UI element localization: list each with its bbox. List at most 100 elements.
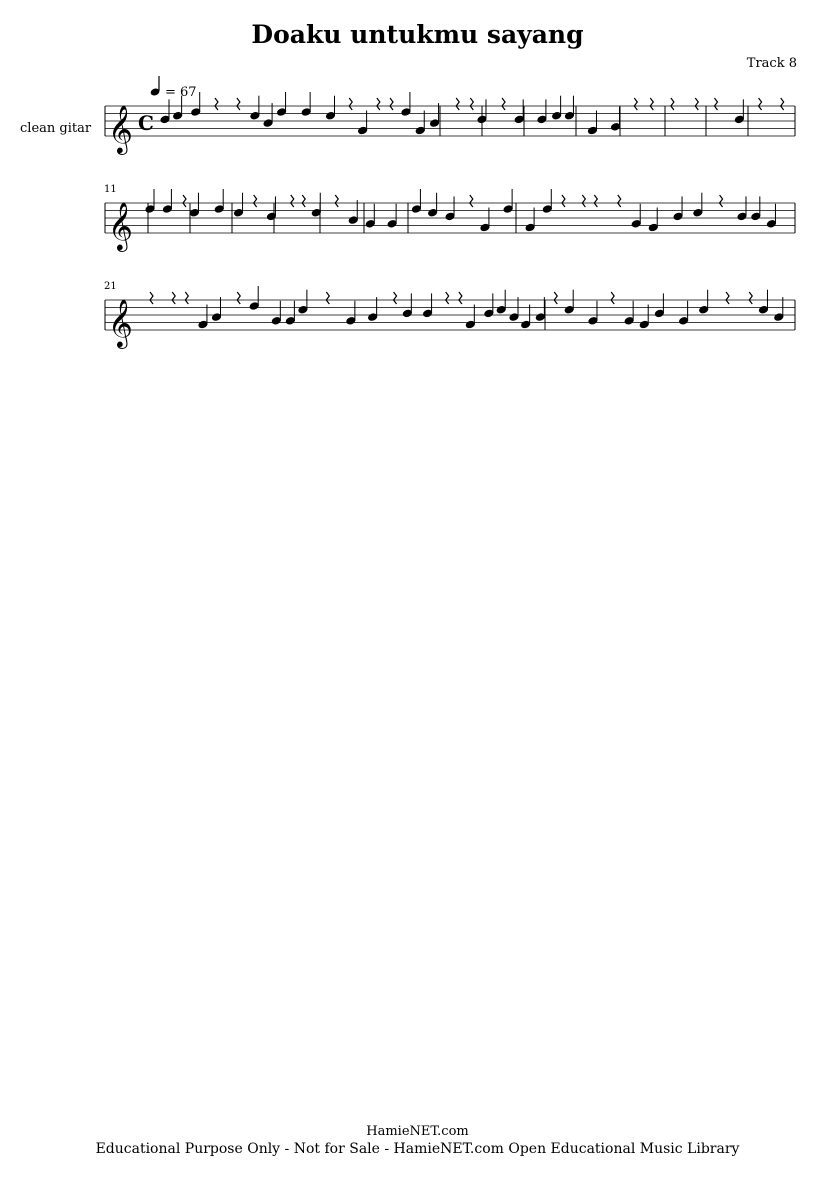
note-head (189, 209, 200, 217)
note-head (639, 320, 649, 329)
time-signature-common: C (138, 111, 154, 135)
note-head (445, 212, 455, 221)
note-head (503, 205, 513, 213)
note-head (191, 108, 201, 116)
rest-mark (469, 97, 475, 111)
note-head (509, 313, 519, 321)
note-head (214, 205, 224, 213)
rest-mark (458, 291, 463, 305)
rest-mark (553, 291, 558, 305)
note-head (387, 220, 397, 228)
note-head (249, 302, 259, 310)
note-head (271, 317, 281, 325)
rest-mark (694, 97, 700, 111)
note-head (535, 313, 545, 321)
rest-mark (455, 97, 460, 111)
rest-mark (469, 194, 474, 208)
note-head (587, 126, 598, 135)
notation (145, 92, 785, 329)
treble-clef-icon: 𝄞 (108, 104, 133, 155)
note-head (542, 205, 552, 213)
rest-mark (184, 291, 190, 305)
note-head (496, 306, 506, 314)
note-head (346, 317, 356, 325)
note-head (588, 317, 598, 325)
bar-lines (104, 106, 796, 330)
note-head (325, 112, 336, 120)
note-head (610, 123, 621, 131)
note-head (693, 209, 703, 217)
rest-mark (610, 291, 615, 305)
note-head (428, 209, 438, 217)
rest-mark (757, 97, 763, 111)
rest-mark (725, 291, 730, 305)
note-head (564, 306, 574, 314)
note-head (480, 223, 490, 232)
rest-mark (348, 97, 353, 111)
rest-mark (389, 97, 394, 111)
rest-mark (236, 291, 241, 305)
note-head (198, 320, 208, 329)
rest-mark (713, 97, 719, 111)
score-title: Doaku untukmu sayang (251, 20, 584, 49)
clefs: 𝄞 𝄞 𝄞 (108, 104, 133, 349)
note-head (422, 309, 433, 318)
rest-mark (593, 194, 599, 208)
note-head (564, 112, 575, 120)
note-head (162, 205, 172, 213)
instrument-name: clean gitar (20, 121, 92, 136)
note-head (679, 317, 689, 325)
footer-notice: Educational Purpose Only - Not for Sale … (95, 1141, 740, 1157)
rest-mark (214, 97, 219, 111)
rest-mark (718, 194, 724, 208)
rest-mark (376, 97, 381, 111)
measure-number-11: 11 (104, 184, 117, 195)
note-head (301, 108, 311, 116)
note-head (477, 115, 487, 124)
note-head (211, 313, 222, 321)
note-head (298, 306, 308, 314)
note-head (411, 205, 421, 213)
rest-mark (149, 291, 154, 305)
note-head (233, 209, 244, 217)
rest-mark (616, 194, 622, 208)
note-head (358, 126, 368, 135)
note-head (348, 216, 358, 224)
note-head (774, 313, 784, 321)
tempo-mark: = 67 (150, 76, 197, 100)
note-head (465, 320, 475, 329)
rest-mark (325, 291, 331, 305)
note-head (751, 212, 761, 221)
note-head (734, 115, 744, 124)
footer-site: HamieNET.com (366, 1124, 469, 1139)
rest-mark (301, 194, 306, 208)
rest-mark (670, 97, 675, 111)
note-head (766, 220, 777, 228)
tempo-value: = 67 (165, 85, 197, 100)
rest-mark (236, 97, 241, 111)
rest-mark (182, 194, 187, 208)
rest-mark (779, 97, 785, 111)
rest-mark (334, 194, 339, 208)
note-head (266, 212, 277, 221)
measure-number-21: 21 (104, 281, 117, 292)
rest-mark (444, 291, 450, 305)
rest-mark (581, 194, 587, 208)
note-head (525, 223, 535, 232)
note-head (276, 108, 287, 116)
note-head (429, 119, 440, 127)
note-head (368, 313, 378, 321)
note-head (648, 223, 658, 232)
note-head (758, 306, 769, 314)
note-head (624, 317, 634, 325)
note-head (631, 220, 641, 228)
note-head (737, 212, 747, 221)
rest-mark (252, 194, 258, 208)
rest-mark (289, 194, 295, 208)
note-head (285, 317, 295, 325)
treble-clef-icon: 𝄞 (108, 298, 133, 349)
rest-mark (392, 291, 398, 305)
note-head (673, 212, 683, 221)
note-head (484, 309, 494, 318)
